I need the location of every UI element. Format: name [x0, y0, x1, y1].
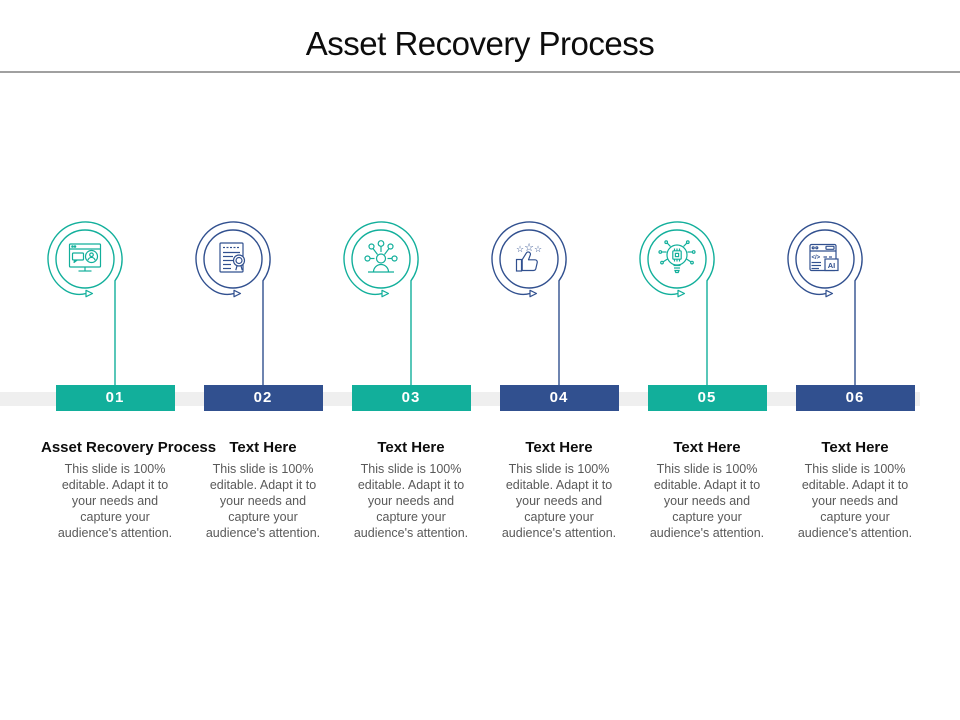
- step-number-badge: 02: [203, 385, 323, 411]
- step-number-badge: 03: [351, 385, 471, 411]
- step-column-06: </> AI 06 Text Here This slide is 100% e…: [781, 215, 929, 541]
- step-column-03: 03 Text Here This slide is 100% editable…: [337, 215, 485, 541]
- lightbulb-circuit-icon: [658, 240, 696, 274]
- step-column-04: ☆ ☆ ☆ 04 Text Here This slide is 100% ed…: [485, 215, 633, 541]
- step-number-badge: 05: [647, 385, 767, 411]
- step-body: This slide is 100% editable. Adapt it to…: [649, 462, 765, 540]
- spiral-connector: [343, 221, 419, 385]
- spiral-connector: [639, 221, 715, 385]
- svg-text:☆: ☆: [534, 244, 542, 254]
- step-body: This slide is 100% editable. Adapt it to…: [57, 462, 173, 540]
- svg-text:☆: ☆: [516, 244, 524, 254]
- title-divider: [0, 71, 960, 73]
- step-heading: Text Here: [525, 439, 593, 456]
- step-heading: Text Here: [377, 439, 445, 456]
- step-column-02: 02 Text Here This slide is 100% editable…: [189, 215, 337, 541]
- step-text: Asset Recovery Process This slide is 100…: [41, 439, 217, 541]
- step-heading: Text Here: [673, 439, 741, 456]
- step-body: This slide is 100% editable. Adapt it to…: [353, 462, 469, 540]
- step-column-05: 05 Text Here This slide is 100% editable…: [633, 215, 781, 541]
- svg-text:</>: </>: [812, 255, 821, 261]
- svg-text:☆: ☆: [524, 242, 534, 254]
- step-text: Text Here This slide is 100% editable. A…: [189, 439, 337, 541]
- step-text: Text Here This slide is 100% editable. A…: [781, 439, 929, 541]
- ai-browser-icon: </> AI: [809, 243, 839, 272]
- step-text: Text Here This slide is 100% editable. A…: [633, 439, 781, 541]
- step-heading: Text Here: [229, 439, 297, 456]
- certificate-document-icon: [219, 242, 246, 273]
- page-title: Asset Recovery Process: [305, 25, 655, 62]
- step-number-badge: 04: [499, 385, 619, 411]
- step-column-01: 01 Asset Recovery Process This slide is …: [41, 215, 217, 541]
- step-heading: Asset Recovery Process: [41, 439, 217, 456]
- person-network-icon: [364, 240, 398, 273]
- steps-row: 01 Asset Recovery Process This slide is …: [41, 215, 929, 541]
- step-body: This slide is 100% editable. Adapt it to…: [205, 462, 321, 540]
- step-number-badge: 01: [55, 385, 175, 411]
- svg-text:AI: AI: [828, 261, 836, 270]
- step-body: This slide is 100% editable. Adapt it to…: [797, 462, 913, 540]
- spiral-connector: ☆ ☆ ☆: [491, 221, 567, 385]
- step-body: This slide is 100% editable. Adapt it to…: [501, 462, 617, 540]
- step-heading: Text Here: [821, 439, 889, 456]
- spiral-connector: [47, 221, 123, 385]
- thumbs-up-stars-icon: ☆ ☆ ☆: [515, 242, 542, 272]
- spiral-connector: </> AI: [787, 221, 863, 385]
- step-text: Text Here This slide is 100% editable. A…: [485, 439, 633, 541]
- step-number-badge: 06: [795, 385, 915, 411]
- step-text: Text Here This slide is 100% editable. A…: [337, 439, 485, 541]
- spiral-connector: [195, 221, 271, 385]
- monitor-chat-icon: [68, 243, 102, 272]
